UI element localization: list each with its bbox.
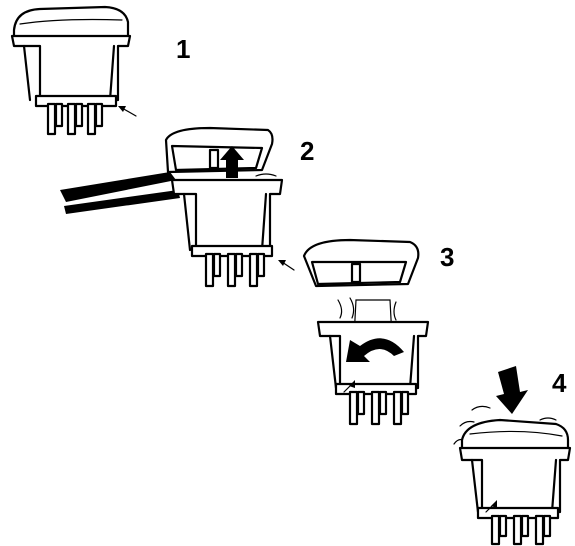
step-1-number: 1 [176,34,190,64]
step-2-terminals [204,252,266,288]
rotate-arrow-icon [346,338,404,362]
arrow-down-icon [496,366,528,414]
step-1-pointer-arrow-icon [118,106,137,117]
step-4-terminals [490,514,552,546]
step-3-terminals [348,390,410,426]
step-4-number: 4 [552,368,567,398]
arrow-up-icon [220,146,244,178]
step-3-number: 3 [440,242,454,272]
step-3-pointer-arrow-icon [343,380,355,393]
step-3-switch [302,238,430,426]
step-2-pointer-arrow-icon [278,260,295,271]
pliers-icon [60,172,180,214]
step-3-cap [302,238,420,288]
step-2-cap [164,126,274,174]
step-2-number: 2 [300,136,314,166]
step-1-terminals [46,102,104,136]
step-4-switch [453,366,572,546]
step-1-switch [10,5,137,136]
step-2-switch [60,126,295,288]
step-4-pointer-arrow-icon [485,500,497,513]
